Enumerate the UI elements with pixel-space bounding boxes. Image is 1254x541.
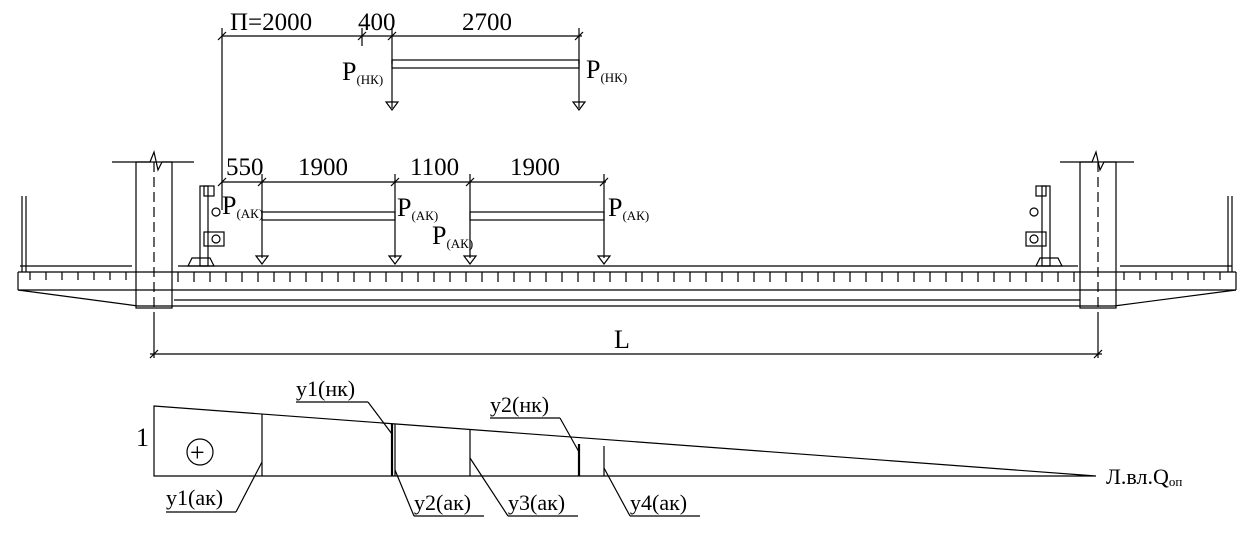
y2-nk-label: у2(нк) bbox=[490, 392, 549, 417]
y3-ak-label: у3(ак) bbox=[508, 490, 565, 515]
bridge-cross-section: L bbox=[17, 149, 1237, 359]
ak-dim-c: 1100 bbox=[410, 154, 459, 181]
ordinate-one: 1 bbox=[136, 423, 149, 452]
nk-dim-p: П=2000 bbox=[230, 9, 312, 36]
nk-wheel-beam bbox=[391, 59, 580, 69]
deck-hatching bbox=[29, 272, 1221, 282]
span-label: L bbox=[614, 325, 630, 354]
y4-ak-label: у4(ак) bbox=[630, 490, 687, 515]
influence-line-shape bbox=[153, 405, 1097, 477]
ak-dim-a: 550 bbox=[226, 154, 264, 181]
nk-dim-base: 2700 bbox=[462, 9, 512, 36]
ak-wheel-beam-2 bbox=[469, 211, 605, 221]
plus-sign-circle bbox=[186, 438, 214, 466]
ak-dim-b: 1900 bbox=[298, 154, 348, 181]
nk-load-group: П=2000 400 2700 P(НК) P(НК) bbox=[217, 9, 627, 210]
y1-nk-label: у1(нк) bbox=[296, 376, 355, 401]
ak-wheel-beam-1 bbox=[261, 211, 396, 221]
y2-ak-label: у2(ак) bbox=[414, 490, 471, 515]
nk-dim-gap: 400 bbox=[358, 9, 396, 36]
y1-ak-label: у1(ак) bbox=[166, 485, 223, 510]
ak-load-2: P(АК) bbox=[397, 193, 438, 223]
ak-load-4: P(АК) bbox=[608, 193, 649, 223]
ak-load-3: P(АК) bbox=[432, 221, 473, 251]
ak-load-1: P(АК) bbox=[222, 191, 263, 221]
nk-load-right: P(НК) bbox=[586, 55, 627, 85]
ak-dim-d: 1900 bbox=[510, 154, 560, 181]
ak-load-group: 550 1900 1100 1900 P(АК) P(АК) P(АК) P(А… bbox=[217, 154, 649, 265]
plus-sign: + bbox=[190, 438, 205, 467]
influence-line-title: Л.вл.Qоп bbox=[1106, 464, 1182, 489]
influence-line: 1 + у1(нк) у2(нк) у1(ак) у2(ак) у3(ак) у… bbox=[136, 376, 1182, 517]
nk-load-left: P(НК) bbox=[342, 57, 383, 87]
